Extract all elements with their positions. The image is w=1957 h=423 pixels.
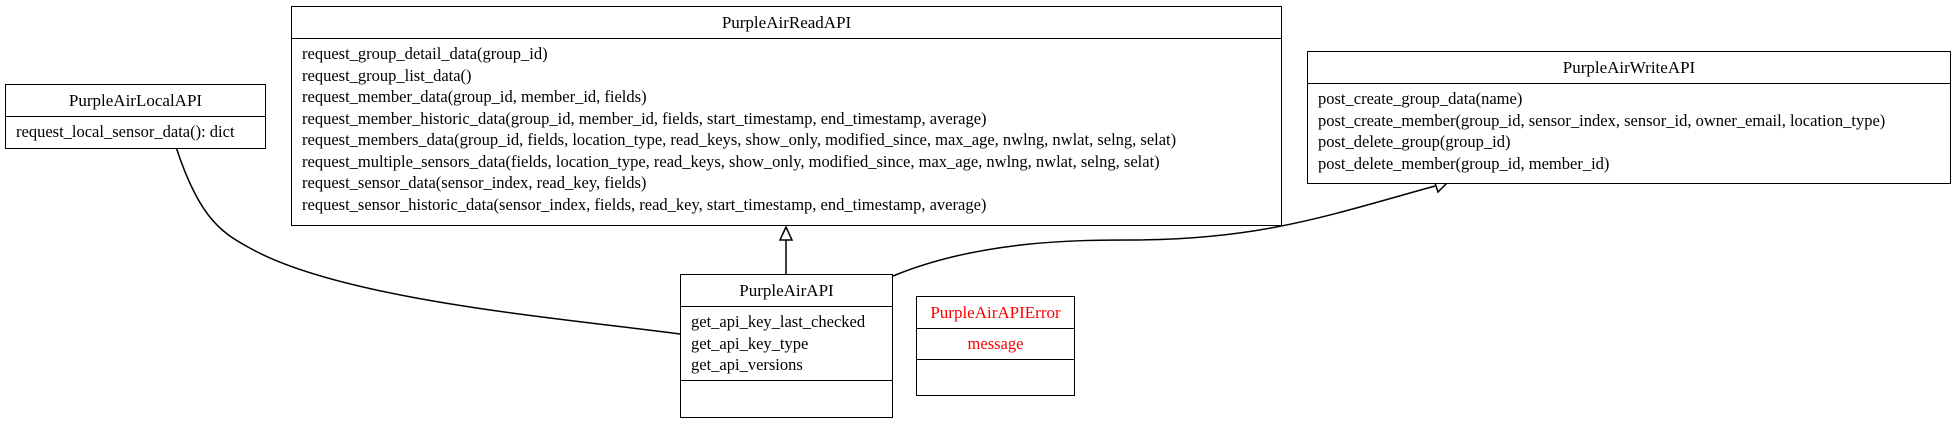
methods-section: post_create_group_data(name) post_create… (1308, 83, 1950, 178)
attribute: message (967, 334, 1024, 353)
methods-section (681, 379, 892, 411)
method: post_create_group_data(name) (1318, 89, 1523, 108)
edge-api-to-local (171, 133, 681, 335)
method: request_sensor_historic_data(sensor_inde… (302, 194, 987, 214)
method: request_group_detail_data(group_id) (302, 44, 548, 63)
class-name: PurpleAirReadAPI (721, 13, 852, 32)
class-purpleairlocalapi: PurpleAirLocalAPI request_local_sensor_d… (5, 84, 266, 149)
edge-api-to-write (892, 185, 1436, 277)
class-purpleairreadapi: PurpleAirReadAPI request_group_detail_da… (291, 6, 1282, 226)
method: request_member_data(group_id, member_id,… (302, 87, 647, 106)
attributes-section: get_api_key_last_checked get_api_key_typ… (681, 306, 892, 380)
methods-section: request_group_detail_data(group_id) requ… (292, 38, 1281, 219)
method: request_member_historic_data(group_id, m… (302, 108, 987, 128)
methods-section (917, 358, 1074, 390)
method: post_delete_member(group_id, member_id) (1318, 153, 1610, 173)
method: post_delete_group(group_id) (1318, 132, 1511, 151)
attribute: get_api_key_last_checked (691, 312, 866, 331)
class-name: PurpleAirAPI (739, 281, 834, 300)
attribute: get_api_key_type (691, 333, 809, 353)
methods-section: request_local_sensor_data(): dict (6, 116, 265, 147)
attribute: get_api_versions (691, 355, 803, 374)
class-name: PurpleAirLocalAPI (68, 91, 203, 110)
arrowhead-read (778, 225, 794, 241)
class-name: PurpleAirAPIError (930, 303, 1061, 322)
class-purpleairapierror: PurpleAirAPIError message (916, 296, 1075, 396)
method: request_members_data(group_id, fields, l… (302, 130, 1177, 149)
method: post_create_member(group_id, sensor_inde… (1318, 110, 1886, 130)
method: request_sensor_data(sensor_index, read_k… (302, 173, 647, 192)
method: request_local_sensor_data(): dict (16, 122, 235, 141)
attributes-section: message (917, 328, 1074, 359)
method: request_group_list_data() (302, 65, 472, 85)
method: request_multiple_sensors_data(fields, lo… (302, 151, 1160, 171)
class-name: PurpleAirWriteAPI (1562, 58, 1696, 77)
class-purpleairwriteapi: PurpleAirWriteAPI post_create_group_data… (1307, 51, 1951, 184)
class-purpleairapi: PurpleAirAPI get_api_key_last_checked ge… (680, 274, 893, 418)
